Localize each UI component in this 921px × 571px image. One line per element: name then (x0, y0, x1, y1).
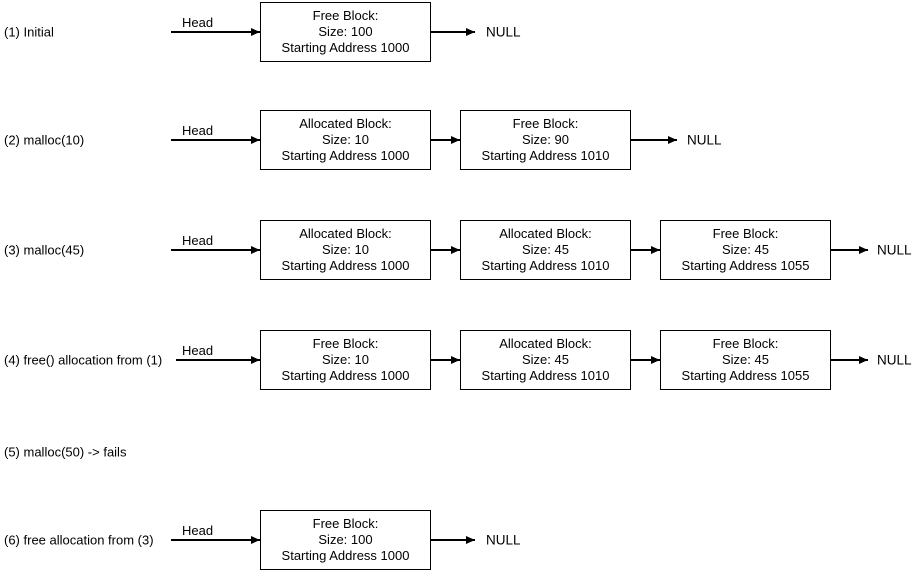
block-size: Size: 100 (318, 532, 373, 547)
diagram-row-3: (3) malloc(45) Head Allocated Block: Siz… (0, 220, 921, 280)
block-size: Size: 100 (318, 24, 373, 39)
block-address: Starting Address 1000 (281, 368, 410, 383)
block-size: Size: 10 (322, 352, 369, 367)
step-label: (1) Initial (4, 24, 54, 40)
block-size: Size: 45 (722, 352, 769, 367)
memory-block-node: Free Block: Size: 10 Starting Address 10… (260, 330, 431, 390)
head-pointer-label: Head (182, 343, 214, 358)
diagram-row-4: (4) free() allocation from (1) Head Free… (0, 330, 921, 390)
block-address: Starting Address 1055 (681, 258, 810, 273)
head-arrow (176, 359, 260, 361)
head-pointer-label: Head (182, 123, 214, 138)
block-address: Starting Address 1010 (481, 258, 610, 273)
head-pointer-label: Head (182, 523, 214, 538)
null-label: NULL (486, 532, 521, 548)
block-title: Allocated Block: (299, 226, 392, 241)
block-size: Size: 45 (522, 242, 569, 257)
block-size: Size: 45 (722, 242, 769, 257)
next-pointer-arrow (630, 359, 660, 361)
null-pointer-arrow (831, 249, 868, 251)
block-title: Allocated Block: (499, 336, 592, 351)
memory-block-node: Allocated Block: Size: 45 Starting Addre… (460, 220, 631, 280)
head-pointer-label: Head (182, 15, 214, 30)
step-label: (6) free allocation from (3) (4, 532, 154, 548)
head-arrow (171, 539, 260, 541)
memory-block-node: Free Block: Size: 100 Starting Address 1… (260, 510, 431, 570)
diagram-row-6: (6) free allocation from (3) Head Free B… (0, 510, 921, 570)
null-pointer-arrow (631, 139, 677, 141)
null-pointer-arrow (431, 31, 475, 33)
null-pointer-arrow (831, 359, 868, 361)
block-address: Starting Address 1010 (481, 148, 610, 163)
step-label: (2) malloc(10) (4, 132, 85, 148)
block-title: Allocated Block: (499, 226, 592, 241)
block-title: Allocated Block: (299, 116, 392, 131)
next-pointer-arrow (430, 249, 460, 251)
block-size: Size: 45 (522, 352, 569, 367)
null-label: NULL (877, 352, 912, 368)
block-size: Size: 90 (522, 132, 569, 147)
block-title: Free Block: (312, 336, 379, 351)
block-title: Free Block: (512, 116, 579, 131)
block-address: Starting Address 1000 (281, 148, 410, 163)
block-address: Starting Address 1000 (281, 40, 410, 55)
memory-block-node: Allocated Block: Size: 45 Starting Addre… (460, 330, 631, 390)
null-label: NULL (877, 242, 912, 258)
memory-block-node: Free Block: Size: 45 Starting Address 10… (660, 220, 831, 280)
memory-block-node: Free Block: Size: 90 Starting Address 10… (460, 110, 631, 170)
block-address: Starting Address 1000 (281, 548, 410, 563)
memory-block-node: Allocated Block: Size: 10 Starting Addre… (260, 110, 431, 170)
step-label: (3) malloc(45) (4, 242, 85, 258)
block-size: Size: 10 (322, 242, 369, 257)
step-label: (5) malloc(50) -> fails (4, 444, 127, 460)
memory-block-node: Allocated Block: Size: 10 Starting Addre… (260, 220, 431, 280)
diagram-row-2: (2) malloc(10) Head Allocated Block: Siz… (0, 110, 921, 170)
next-pointer-arrow (630, 249, 660, 251)
block-size: Size: 10 (322, 132, 369, 147)
null-label: NULL (687, 132, 722, 148)
head-arrow (171, 249, 260, 251)
next-pointer-arrow (430, 359, 460, 361)
block-title: Free Block: (312, 8, 379, 23)
null-label: NULL (486, 24, 521, 40)
block-address: Starting Address 1000 (281, 258, 410, 273)
head-arrow (171, 139, 260, 141)
step-label: (4) free() allocation from (1) (4, 352, 163, 368)
block-address: Starting Address 1010 (481, 368, 610, 383)
block-title: Free Block: (312, 516, 379, 531)
diagram-row-1: (1) Initial Head Free Block: Size: 100 S… (0, 2, 921, 62)
head-pointer-label: Head (182, 233, 214, 248)
memory-block-node: Free Block: Size: 45 Starting Address 10… (660, 330, 831, 390)
null-pointer-arrow (431, 539, 475, 541)
block-address: Starting Address 1055 (681, 368, 810, 383)
block-title: Free Block: (712, 226, 779, 241)
head-arrow (171, 31, 260, 33)
block-title: Free Block: (712, 336, 779, 351)
diagram-row-5: (5) malloc(50) -> fails (0, 444, 921, 460)
memory-block-node: Free Block: Size: 100 Starting Address 1… (260, 2, 431, 62)
next-pointer-arrow (430, 139, 460, 141)
